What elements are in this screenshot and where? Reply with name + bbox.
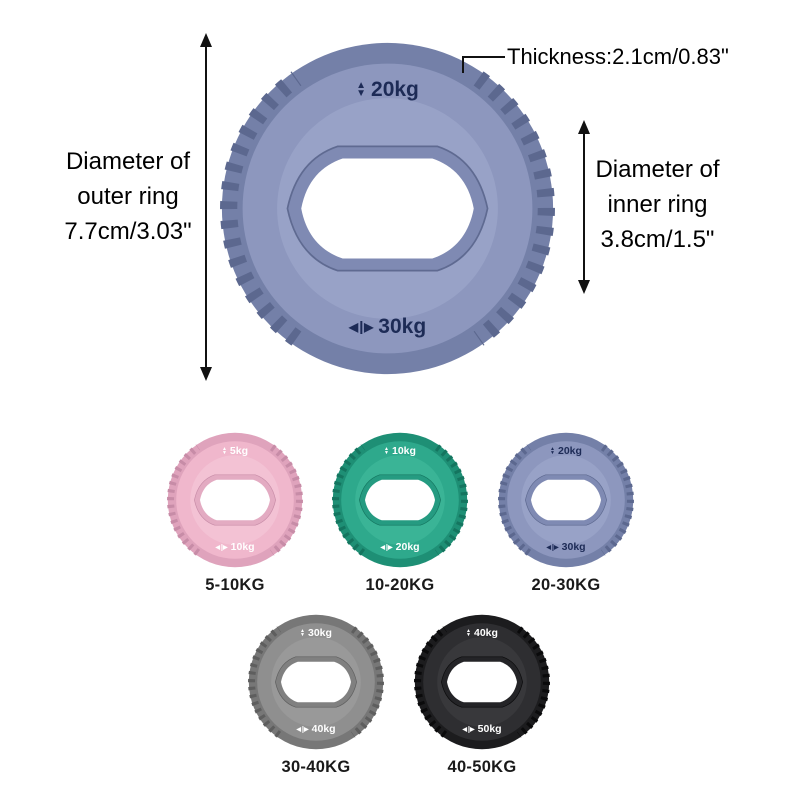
leftright-arrows-icon: ◀▶ [296,725,309,733]
outer-diameter-line1: Diameter of [65,148,191,175]
updown-arrows-icon: ▲▼ [384,445,390,456]
top-weight-marker: ▲▼ 20kg [550,445,582,457]
weight-range-label: 30-40KG [281,758,351,776]
leftright-arrows-icon: ◀▶ [215,543,228,551]
top-weight-marker: ▲▼ 40kg [466,627,498,639]
weight-range-label: 10-20KG [365,576,435,594]
hero-section: ▲▼ 20kg ◀▶ 30kg Diameter of outer ring 7… [28,33,740,381]
weight-range-label: 5-10KG [205,576,265,594]
thickness-label: Thickness:2.1cm/0.83" [507,44,729,69]
bottom-weight-label: 10kg [230,541,255,553]
inner-diameter-line2: inner ring [607,191,708,218]
variants-section: ▲▼ 5kg ◀▶ 10kg 5-10KG ▲▼ 10kg ◀▶ 20kg 10… [0,420,800,800]
variant-ring-5-10kg: ▲▼ 5kg ◀▶ 10kg 5-10KG [165,430,305,594]
updown-arrows-icon: ▲▼ [300,627,306,638]
variant-ring-10-20kg: ▲▼ 10kg ◀▶ 20kg 10-20KG [330,430,470,594]
top-weight-label: 5kg [229,445,249,457]
updown-arrows-icon: ▲▼ [221,445,227,456]
bottom-weight-label: 20kg [395,541,420,553]
updown-arrows-icon: ▲▼ [466,627,472,638]
top-weight-marker: ▲▼ 20kg [356,78,419,102]
top-weight-marker: ▲▼ 5kg [222,445,248,457]
top-weight-marker: ▲▼ 30kg [300,627,332,639]
variant-ring-20-30kg: ▲▼ 20kg ◀▶ 30kg 20-30KG [496,430,636,594]
weight-range-label: 40-50KG [447,758,517,776]
inner-diameter-label: Diameter of inner ring 3.8cm/1.5" [575,152,740,257]
updown-arrows-icon: ▲▼ [356,80,367,99]
inner-diameter-line1: Diameter of [595,156,720,183]
top-weight-label: 20kg [371,78,419,101]
bottom-weight-marker: ◀▶ 50kg [462,723,501,735]
top-weight-label: 10kg [392,445,416,457]
bottom-weight-label: 30kg [378,315,427,338]
outer-diameter-line3: 7.7cm/3.03" [64,218,192,245]
grip-ring-main: ▲▼ 20kg ◀▶ 30kg [215,36,560,381]
variant-ring-30-40kg: ▲▼ 30kg ◀▶ 40kg 30-40KG [246,612,386,776]
bottom-weight-marker: ◀▶ 30kg [349,315,426,339]
leftright-arrows-icon: ◀▶ [462,725,475,733]
bottom-weight-label: 40kg [311,723,336,735]
leftright-arrows-icon: ◀▶ [546,543,559,551]
top-weight-label: 30kg [308,627,332,639]
leftright-arrows-icon: ◀▶ [380,543,393,551]
bottom-weight-label: 30kg [561,541,586,553]
top-weight-label: 40kg [474,627,498,639]
outer-diameter-line2: outer ring [77,183,179,210]
inner-diameter-line3: 3.8cm/1.5" [600,226,715,253]
weight-range-label: 20-30KG [531,576,601,594]
bottom-weight-marker: ◀▶ 10kg [215,541,254,553]
bottom-weight-label: 50kg [477,723,502,735]
bottom-weight-marker: ◀▶ 20kg [380,541,419,553]
bottom-weight-marker: ◀▶ 30kg [546,541,585,553]
outer-diameter-label: Diameter of outer ring 7.7cm/3.03" [28,144,228,249]
variant-ring-40-50kg: ▲▼ 40kg ◀▶ 50kg 40-50KG [412,612,552,776]
top-weight-label: 20kg [558,445,582,457]
updown-arrows-icon: ▲▼ [550,445,556,456]
top-weight-marker: ▲▼ 10kg [384,445,416,457]
bottom-weight-marker: ◀▶ 40kg [296,723,335,735]
leftright-arrows-icon: ◀▶ [348,320,374,334]
